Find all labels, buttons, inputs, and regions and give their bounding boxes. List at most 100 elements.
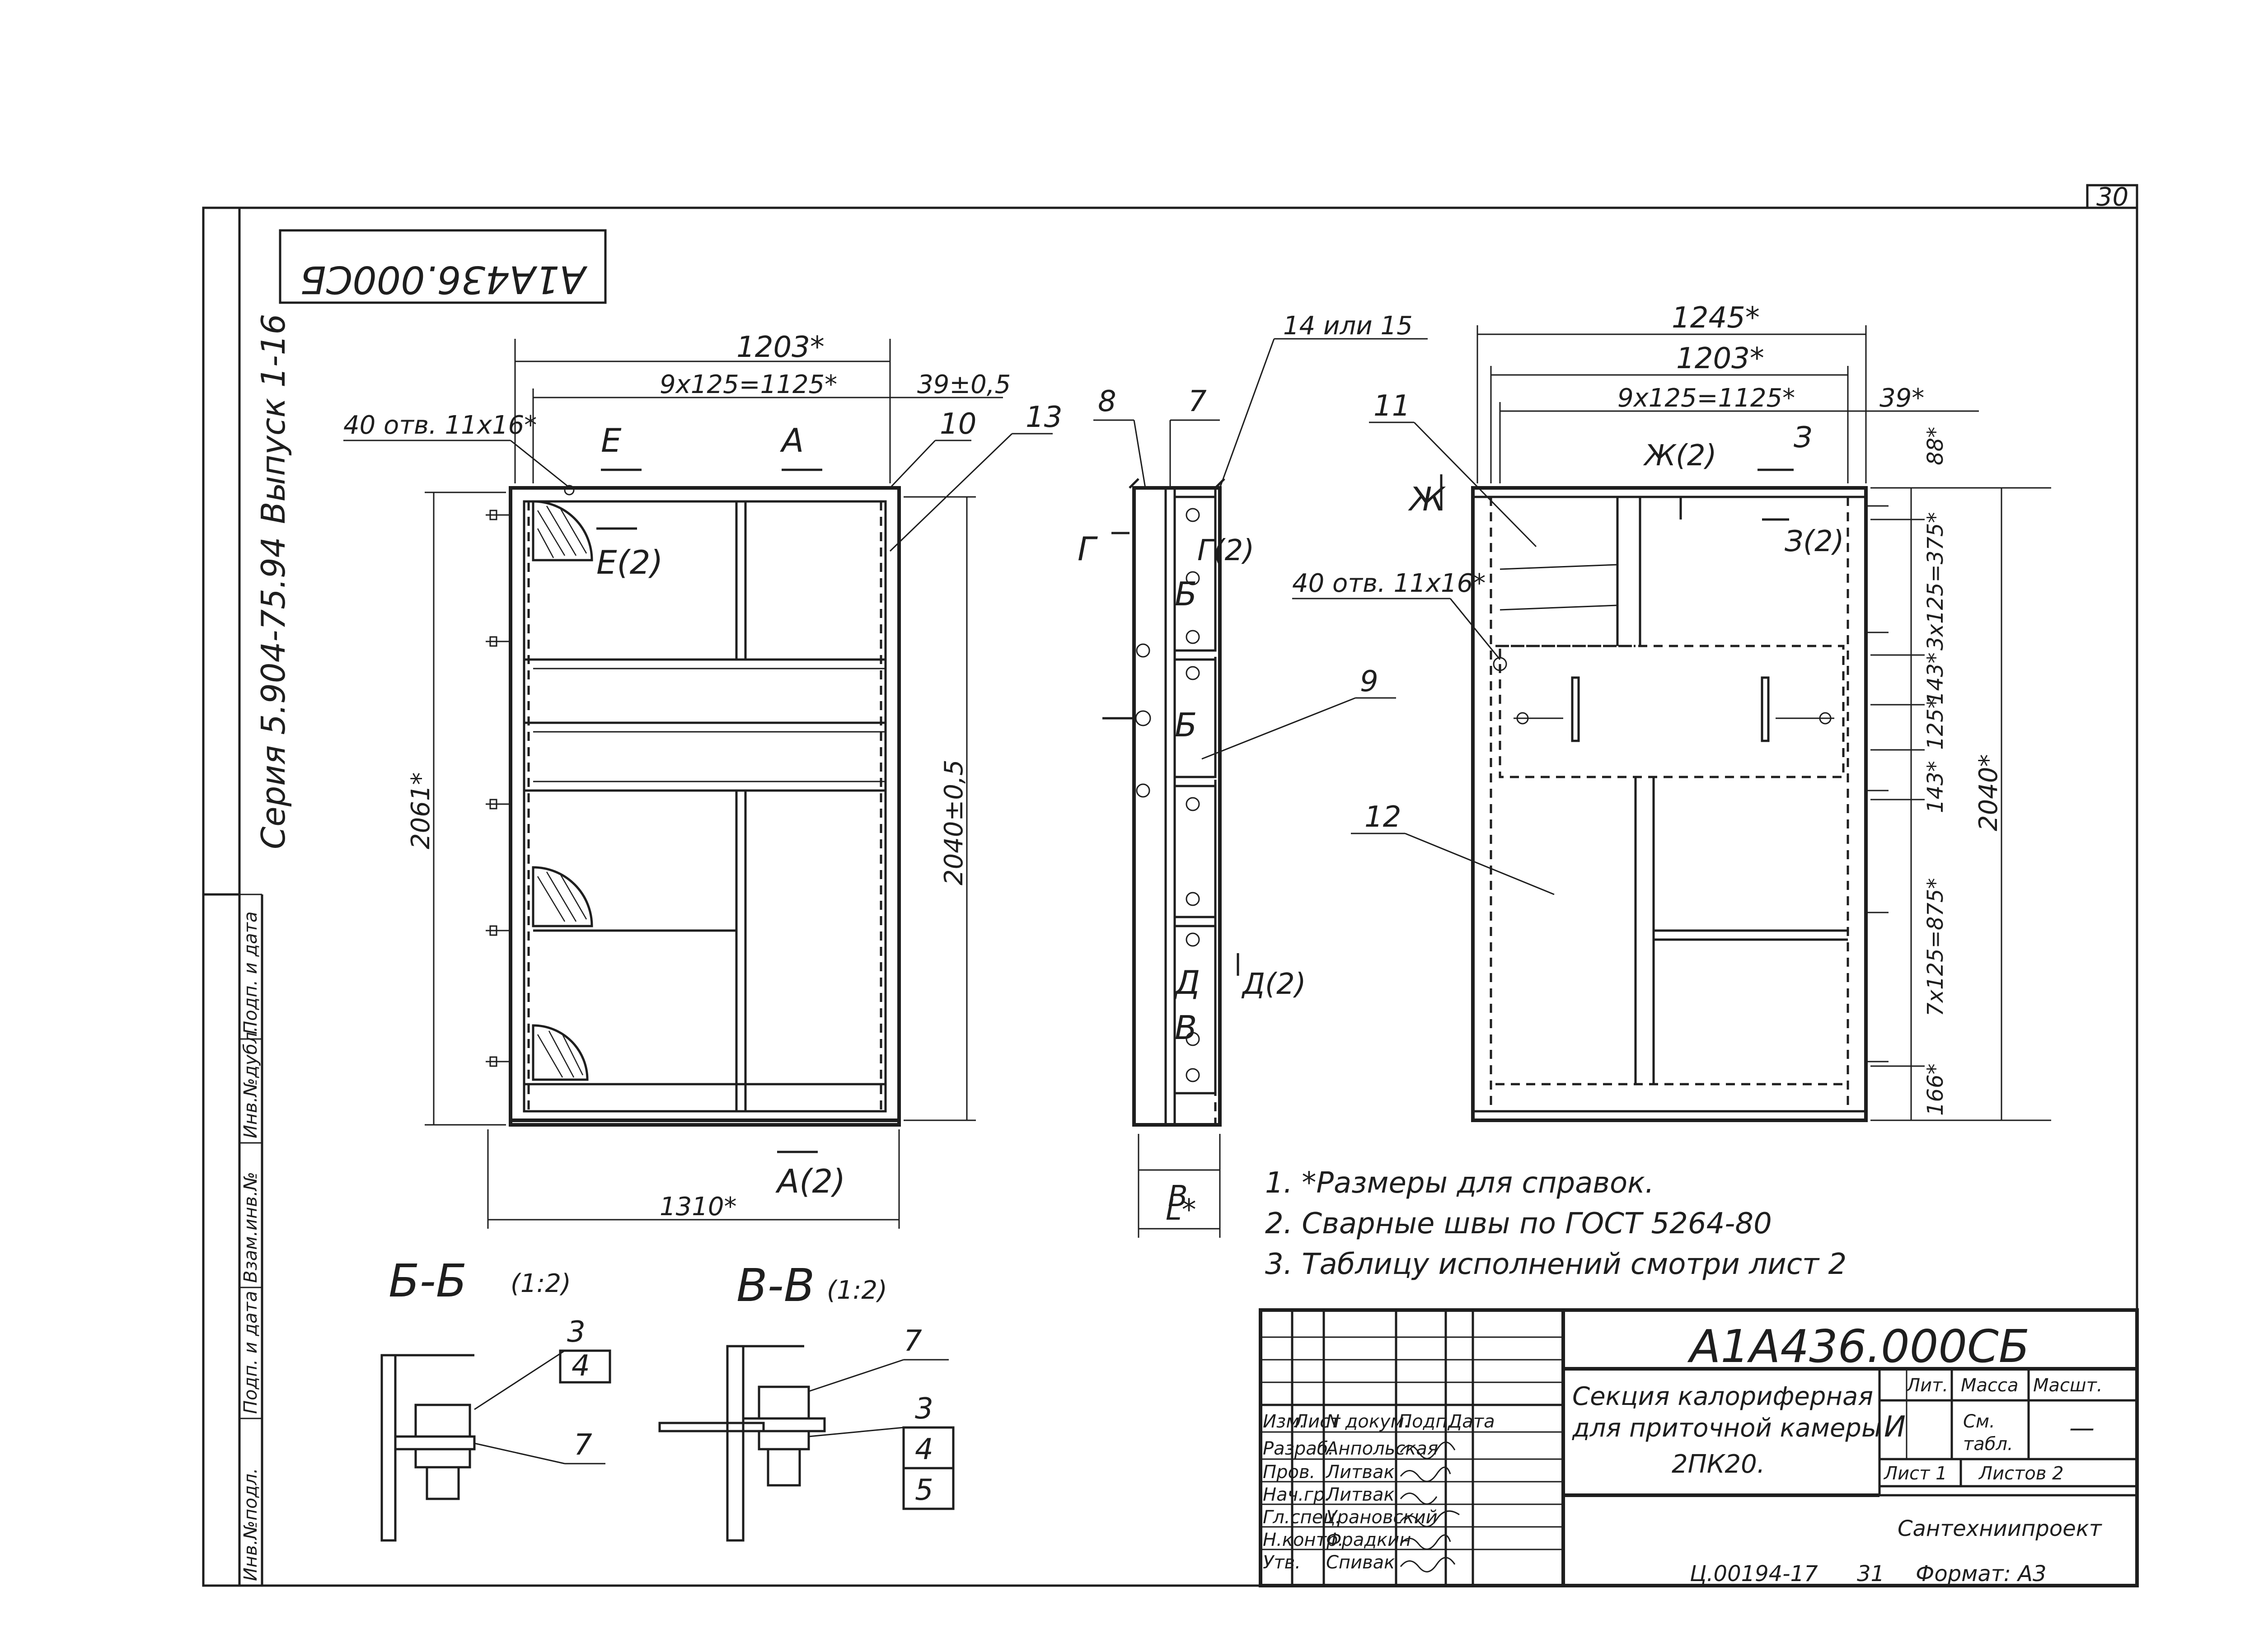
tb-sheets-label: Листов 2 <box>1978 1463 2064 1484</box>
tb-mass-line-2: табл. <box>1963 1434 2013 1455</box>
rv-dim-height: 2040* <box>1974 754 2003 831</box>
fv-dim-height-right: 2040±0,5 <box>939 760 969 886</box>
sv-callout-7: 7 <box>1188 385 1207 418</box>
section-vv-item-5: 5 <box>915 1474 933 1507</box>
fv-section-e: Е <box>601 421 622 459</box>
sv-section-d: Д <box>1173 964 1200 1001</box>
section-bb-item-4: 4 <box>572 1349 590 1383</box>
tb-role-5: Н.контр. <box>1263 1530 1344 1550</box>
tb-role-4: Гл.спец. <box>1263 1507 1341 1528</box>
tb-name-1: Анпольская <box>1325 1438 1438 1459</box>
strip-field-1: Инв.№подл. <box>240 1468 261 1581</box>
tb-col-izm: Изм. <box>1263 1411 1305 1432</box>
fv-holes-note: 40 отв. 11х16* <box>343 411 537 440</box>
rear-view: 1245* 1203* 9х125=1125* 39* 40 отв. 11х1… <box>1292 301 2051 1122</box>
section-bb: Б-Б (1:2) 3 4 7 <box>380 1254 611 1542</box>
side-view: 8 7 14 или 15 9 Г Г(2) Б Б Д Д(2) В В L* <box>1078 311 1428 1238</box>
tb-sheet-label: Лист 1 <box>1883 1463 1947 1484</box>
notes: 1. *Размеры для справок. 2. Сварные швы … <box>1265 1166 1847 1281</box>
sv-section-d2: Д(2) <box>1241 968 1306 1001</box>
sv-callout-9: 9 <box>1360 665 1378 698</box>
fv-section-a: А <box>780 421 804 459</box>
sv-callout-8: 8 <box>1098 385 1116 418</box>
tb-stage: И <box>1884 1410 1906 1444</box>
tb-scale: — <box>2069 1413 2095 1443</box>
series-label: Серия 5.904-75.94 <box>254 537 292 850</box>
sv-section-v: В <box>1175 1009 1197 1047</box>
tb-stage-label: Лит. <box>1906 1375 1948 1396</box>
tb-name-line-3: 2ПК20. <box>1672 1450 1765 1479</box>
fv-callout-10: 10 <box>940 407 976 441</box>
sv-section-v-bottom: В <box>1168 1180 1188 1213</box>
fv-callout-13: 13 <box>1026 401 1062 434</box>
tb-mass-line-1: См. <box>1963 1411 1995 1432</box>
title-block: А1А436.000СБ Секция калориферная для при… <box>1259 1308 2139 1587</box>
section-vv-item-7: 7 <box>904 1324 922 1358</box>
tb-role-1: Разраб. <box>1263 1438 1334 1459</box>
tb-name-3: Литвак <box>1325 1484 1395 1505</box>
tb-role-3: Нач.гр. <box>1263 1484 1331 1505</box>
tb-role-2: Пров. <box>1263 1462 1315 1483</box>
tb-name-4: Урановский <box>1326 1507 1438 1528</box>
rv-dim-top: 88* <box>1923 427 1948 465</box>
rv-dim-bottom: 166* <box>1923 1063 1948 1116</box>
strip-field-2: Подп. и дата <box>240 1291 261 1414</box>
fv-dim-edge: 39±0,5 <box>917 370 1011 399</box>
rv-dim-r5: 7х125=875* <box>1923 878 1948 1016</box>
tb-format: Формат: А3 <box>1916 1561 2047 1586</box>
tb-signatures <box>1400 1441 1460 1572</box>
sv-section-b1: Б <box>1175 575 1197 613</box>
rotated-code-box: А1А436.000СБ <box>279 229 607 304</box>
section-bb-item-7: 7 <box>574 1428 592 1462</box>
note-1: 1. *Размеры для справок. <box>1265 1166 1654 1200</box>
sv-dim-l: L* <box>1166 1193 1196 1227</box>
rv-section-zh2: Ж(2) <box>1643 439 1717 473</box>
tb-role-6: Утв. <box>1263 1552 1301 1573</box>
section-vv-title: В-В <box>736 1259 815 1312</box>
fv-section-e2: Е(2) <box>596 543 663 581</box>
fv-dim-pitch: 9х125=1125* <box>660 370 837 399</box>
note-3: 3. Таблицу исполнений смотри лист 2 <box>1265 1248 1847 1281</box>
sv-section-g: Г <box>1078 530 1098 568</box>
tb-col-doc: N докум. <box>1326 1411 1410 1432</box>
front-view: 1203* 9х125=1125* 39±0,5 40 отв. 11х16* … <box>343 331 1062 1229</box>
tb-name-5: Фрадкин <box>1326 1530 1411 1550</box>
rv-section-z2: З(2) <box>1785 525 1844 558</box>
sv-callout-14: 14 или 15 <box>1283 311 1413 341</box>
tb-col-list: Лист <box>1294 1411 1341 1432</box>
section-vv-scale: (1:2) <box>827 1276 887 1305</box>
rv-dim-pitch: 9х125=1125* <box>1617 384 1795 413</box>
fv-section-a2: А(2) <box>775 1162 845 1200</box>
tb-scale-label: Масшт. <box>2033 1375 2103 1396</box>
tb-col-sign: Подп. <box>1398 1411 1453 1432</box>
sv-section-b2: Б <box>1175 706 1197 744</box>
rv-holes-note: 40 отв. 11х16* <box>1292 569 1486 598</box>
fv-dim-overall-width: 1203* <box>736 331 825 364</box>
fv-dim-height-left: 2061* <box>406 772 436 849</box>
rv-dim-1203: 1203* <box>1676 342 1764 375</box>
tb-archive-no: Ц.00194-17 <box>1690 1561 1818 1586</box>
rv-callout-12: 12 <box>1364 800 1401 834</box>
tb-name-line-1: Секция калориферная <box>1572 1382 1873 1411</box>
strip-field-5: Подп. и дата <box>240 912 261 1034</box>
section-vv-item-4: 4 <box>915 1433 933 1466</box>
tb-name-line-2: для приточной камеры <box>1572 1413 1881 1443</box>
tb-col-date: Дата <box>1447 1411 1495 1432</box>
section-vv-item-3: 3 <box>915 1392 933 1426</box>
rv-dim-r4: 143* <box>1923 761 1948 813</box>
issue-label: Выпуск 1-16 <box>254 314 292 524</box>
tb-doc-code: А1А436.000СБ <box>1687 1320 2029 1373</box>
tb-mass-label: Масса <box>1961 1375 2019 1396</box>
page-number: 30 <box>2096 183 2128 212</box>
rv-dim-r3: 125* <box>1923 697 1948 750</box>
strip-field-4: Инв.№дубл. <box>240 1026 261 1138</box>
section-bb-title: Б-Б <box>389 1254 467 1307</box>
section-bb-scale: (1:2) <box>511 1269 571 1298</box>
tb-copy: 31 <box>1857 1561 1884 1586</box>
sv-section-g2: Г(2) <box>1197 534 1254 567</box>
tb-name-6: Спивак <box>1326 1552 1395 1573</box>
rotated-doc-code: А1А436.000СБ <box>300 257 588 302</box>
rv-dim-edge: 39* <box>1879 384 1924 413</box>
tb-org: Сантехниипроект <box>1898 1516 2103 1541</box>
